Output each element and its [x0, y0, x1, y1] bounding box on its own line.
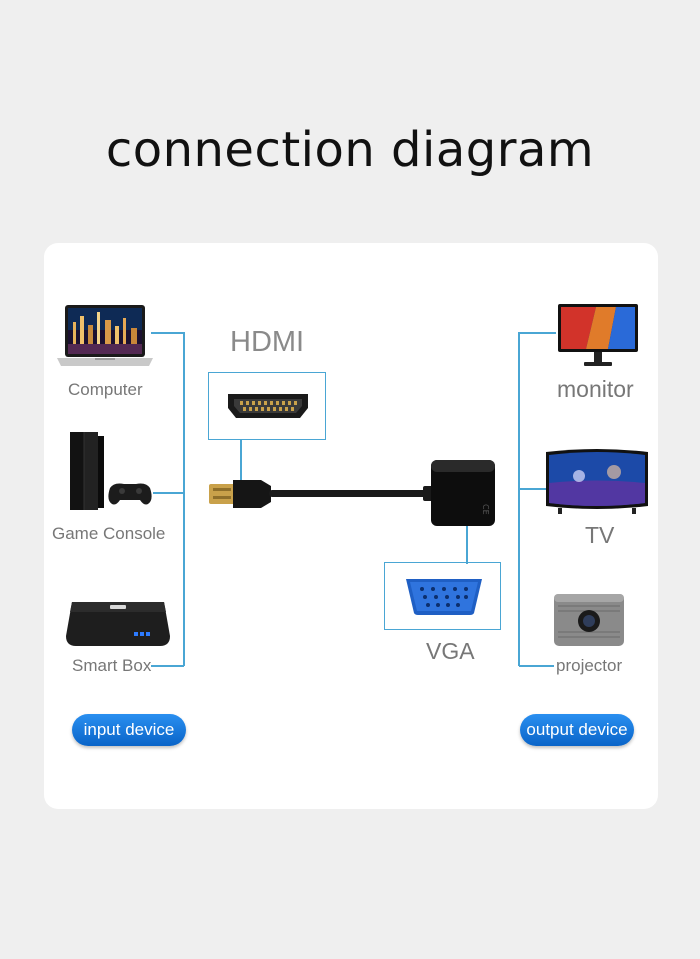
output-label-monitor: monitor [557, 376, 634, 402]
smart-box-icon [66, 602, 170, 646]
input-connector-vertical [183, 332, 185, 666]
tv-icon [546, 449, 648, 514]
hdmi-to-vga-adapter-icon: CE [209, 460, 495, 526]
output-connector-vertical [518, 332, 520, 666]
output-label-projector: projector [556, 656, 623, 675]
projector-icon [554, 594, 624, 646]
svg-text:CE: CE [481, 504, 490, 515]
page-title: connection diagram [105, 122, 595, 178]
laptop-icon [57, 305, 153, 366]
vga-port-icon [406, 579, 482, 615]
game-console-icon [70, 432, 152, 510]
input-label-smart-box: Smart Box [72, 656, 152, 675]
input-connector-computer [151, 332, 184, 334]
input-connector-smartbox [151, 665, 184, 667]
output-connector-tv [519, 488, 546, 490]
vga-connector-line [466, 526, 468, 564]
vga-port-box [384, 562, 501, 630]
output-connector-projector [519, 665, 554, 667]
input-device-badge: input device [72, 714, 186, 746]
hdmi-label: HDMI [230, 326, 305, 358]
output-device-badge: output device [520, 714, 634, 746]
output-connector-monitor [519, 332, 556, 334]
output-label-tv: TV [585, 522, 615, 548]
input-connector-console [153, 492, 184, 494]
vga-label: VGA [426, 638, 475, 664]
hdmi-port-box [208, 372, 326, 440]
hdmi-port-icon [228, 394, 308, 418]
input-label-computer: Computer [68, 380, 143, 399]
hdmi-connector-line [240, 440, 242, 480]
input-label-game-console: Game Console [52, 524, 166, 543]
monitor-icon [558, 304, 638, 366]
